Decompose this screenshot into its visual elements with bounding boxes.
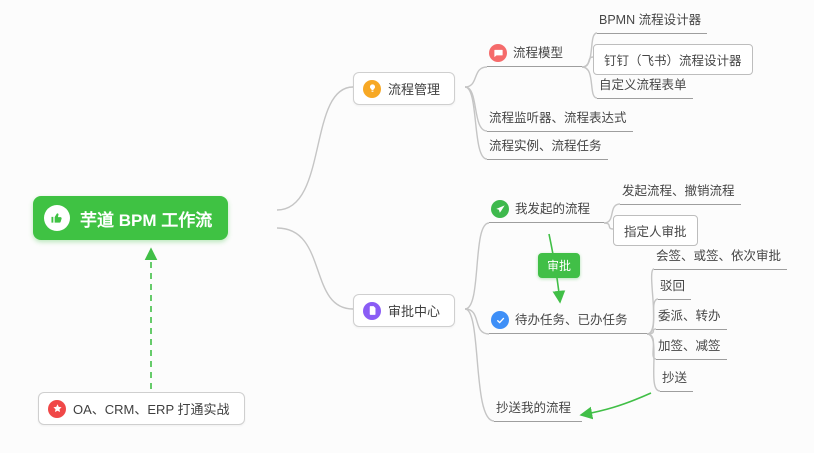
- node-label: 流程模型: [513, 46, 564, 60]
- relation-label: 审批: [547, 259, 572, 273]
- node-label: 流程管理: [388, 82, 441, 97]
- node-label: 待办任务、已办任务: [515, 313, 628, 327]
- node-cc-my-process[interactable]: 抄送我的流程: [494, 400, 582, 422]
- document-icon: [363, 301, 381, 320]
- node-label: 我发起的流程: [515, 202, 591, 216]
- relation-approval-tag[interactable]: 审批: [538, 253, 581, 278]
- root-node[interactable]: 芋道 BPM 工作流: [33, 196, 229, 240]
- node-dingtalk-feishu-designer[interactable]: 钉钉（飞书）流程设计器: [593, 44, 753, 75]
- chat-icon: [489, 44, 507, 62]
- node-label: OA、CRM、ERP 打通实战: [73, 402, 230, 417]
- node-label: 驳回: [660, 279, 686, 293]
- node-label: 会签、或签、依次审批: [656, 249, 782, 263]
- node-oa-crm-erp[interactable]: OA、CRM、ERP 打通实战: [38, 392, 245, 425]
- node-countersign[interactable]: 会签、或签、依次审批: [654, 248, 788, 270]
- node-label: 流程监听器、流程表达式: [489, 111, 627, 125]
- node-instance-task[interactable]: 流程实例、流程任务: [487, 138, 608, 160]
- check-icon: [491, 311, 509, 329]
- node-delegate-transfer[interactable]: 委派、转办: [656, 308, 727, 330]
- node-process-management[interactable]: 流程管理: [353, 72, 456, 105]
- node-reject[interactable]: 驳回: [658, 278, 692, 300]
- node-label: 自定义流程表单: [599, 78, 687, 92]
- node-label: BPMN 流程设计器: [599, 13, 702, 27]
- node-carbon-copy[interactable]: 抄送: [660, 370, 694, 392]
- node-assigned-approver[interactable]: 指定人审批: [613, 215, 698, 246]
- node-initiate-cancel[interactable]: 发起流程、撤销流程: [620, 183, 741, 205]
- node-label: 抄送: [662, 371, 688, 385]
- node-process-model[interactable]: 流程模型: [487, 44, 582, 67]
- node-bpmn-designer[interactable]: BPMN 流程设计器: [597, 12, 708, 34]
- node-listener-expression[interactable]: 流程监听器、流程表达式: [487, 110, 633, 132]
- node-my-initiated[interactable]: 我发起的流程: [489, 200, 604, 223]
- node-label: 钉钉（飞书）流程设计器: [604, 54, 742, 68]
- node-todo-done-tasks[interactable]: 待办任务、已办任务: [489, 311, 647, 334]
- node-label: 发起流程、撤销流程: [622, 184, 735, 198]
- node-add-reduce-sign[interactable]: 加签、减签: [656, 338, 727, 360]
- node-label: 加签、减签: [658, 339, 721, 353]
- root-label: 芋道 BPM 工作流: [80, 210, 213, 230]
- node-approval-center[interactable]: 审批中心: [353, 294, 456, 327]
- node-label: 审批中心: [388, 304, 441, 319]
- node-custom-process-form[interactable]: 自定义流程表单: [597, 77, 693, 99]
- star-icon: [48, 399, 66, 418]
- node-label: 抄送我的流程: [496, 401, 572, 415]
- node-label: 流程实例、流程任务: [489, 139, 602, 153]
- send-icon: [491, 200, 509, 218]
- bulb-icon: [363, 79, 381, 98]
- node-label: 委派、转办: [658, 309, 721, 323]
- thumbs-up-icon: [44, 205, 70, 231]
- node-label: 指定人审批: [624, 225, 687, 239]
